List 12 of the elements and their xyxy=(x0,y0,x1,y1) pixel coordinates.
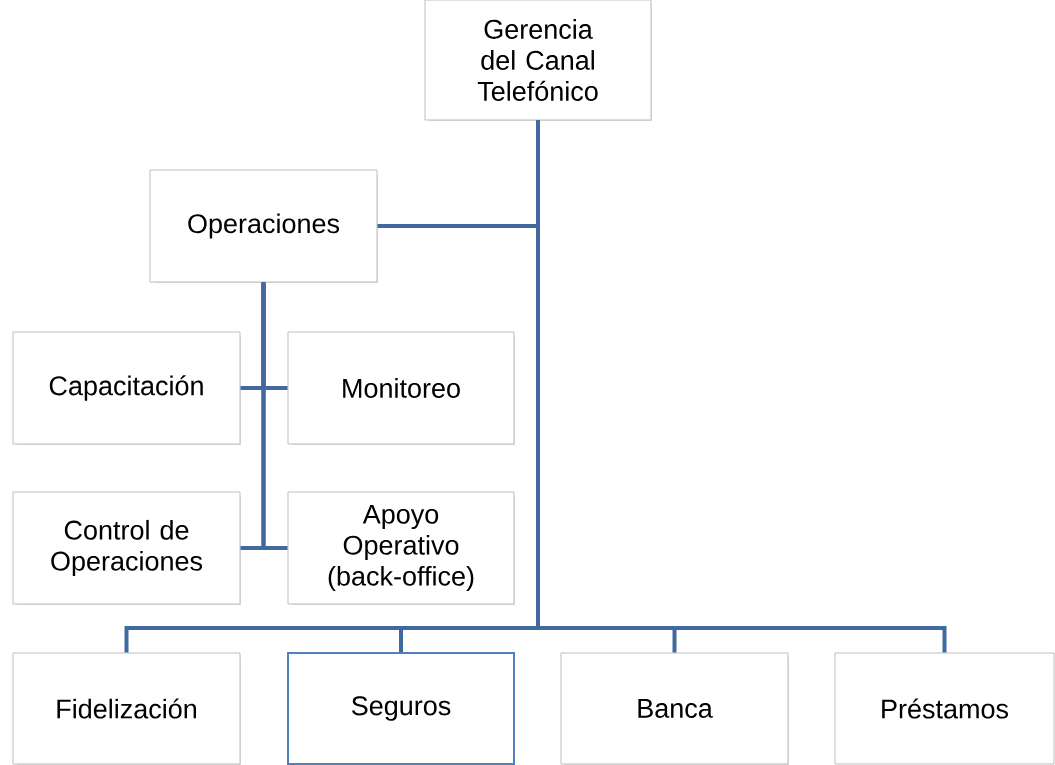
org-box: Seguros xyxy=(287,652,515,765)
org-box: Préstamos xyxy=(834,652,1055,765)
org-box: Operaciones xyxy=(149,169,378,283)
org-box: Control de Operaciones xyxy=(12,491,241,605)
org-box: Banca xyxy=(560,652,789,765)
org-box: Capacitación xyxy=(12,331,241,445)
org-box: Gerencia del Canal Telefónico xyxy=(424,0,652,121)
org-box: Monitoreo xyxy=(287,331,515,445)
org-box: Fidelización xyxy=(12,652,241,765)
connector-line xyxy=(536,120,947,653)
connector-line xyxy=(261,282,288,550)
org-box: Apoyo Operativo (back-office) xyxy=(287,491,515,605)
